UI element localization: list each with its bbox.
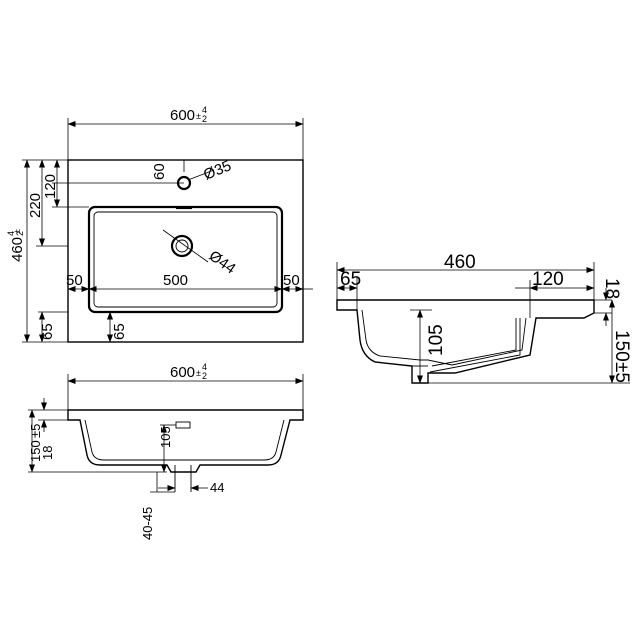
top-depth-tol-plus: 4 (6, 231, 16, 236)
side-left-label: 50 (66, 272, 83, 289)
side-depth-label: 460 (444, 252, 476, 273)
side-front-label: 65 (340, 269, 361, 290)
front-width-tol-minus: 2 (202, 371, 207, 381)
front-height-label: 150 (28, 440, 43, 462)
svg-text:±: ± (12, 229, 22, 234)
side-height-label: 150 (611, 330, 632, 362)
drain-label: Ø44 (206, 247, 239, 277)
front-width-label: 600 (170, 364, 195, 381)
top-width-label: 600 (170, 107, 195, 124)
front-left-label: 65 (39, 323, 56, 340)
front-drain-depth: 105 (158, 426, 173, 448)
drain-outer (170, 234, 194, 258)
basin-width-label: 500 (163, 272, 188, 289)
side-height-tol: ±5 (611, 362, 632, 383)
svg-text:±: ± (196, 111, 201, 121)
side-view: 460 65 120 18 150 ±5 105 (336, 252, 632, 384)
dim-220: 220 (27, 193, 44, 218)
front-view: 600 ± 4 2 150 ±5 18 105 44 40-45 (28, 362, 304, 540)
top-view: 600 4 ± 2 460 4 ± 2 220 120 60 Ø35 Ø44 (6, 105, 313, 343)
side-drain-depth: 105 (426, 324, 447, 356)
top-depth-label: 460 (9, 237, 26, 262)
side-rim-label: 18 (601, 278, 622, 299)
svg-text:±: ± (196, 368, 201, 378)
front-rim-label: 18 (40, 446, 55, 460)
side-profile (336, 299, 595, 384)
front-range: 40-45 (140, 507, 155, 540)
front-width-tol-plus: 4 (202, 362, 207, 372)
front-profile (67, 409, 304, 473)
drain-inner (175, 239, 189, 253)
side-back-label: 120 (532, 269, 564, 290)
front-height-tol: ±5 (28, 424, 43, 438)
basin-outline (87, 205, 284, 314)
dim-120: 120 (42, 174, 59, 199)
top-width-tol-minus: 2 (202, 114, 207, 124)
tap-hole-label: Ø35 (201, 157, 234, 183)
front-inner-label: 65 (111, 323, 128, 340)
overflow-fitting (175, 421, 191, 429)
basin-inner (93, 211, 278, 308)
top-depth-tol-minus: 2 (15, 231, 25, 236)
top-width-tol-plus: 4 (202, 105, 207, 115)
dim-60: 60 (151, 163, 168, 180)
top-outline (67, 159, 304, 343)
side-right-label: 50 (283, 272, 300, 289)
front-drain-dia: 44 (210, 480, 224, 495)
